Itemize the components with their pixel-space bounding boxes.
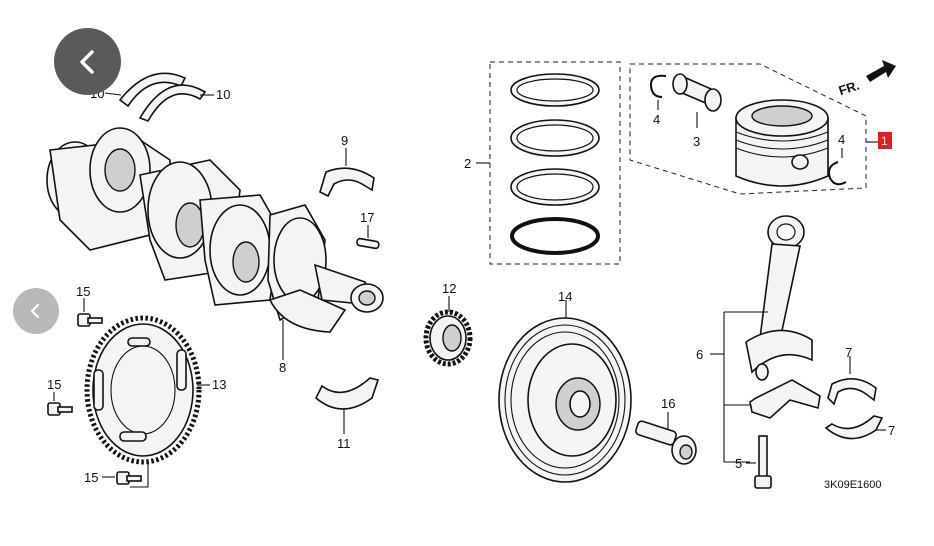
chevron-left-icon <box>79 49 94 74</box>
label-11: 11 <box>337 436 351 451</box>
label-7-lower: 7 <box>888 423 895 438</box>
reluctor-plate-13 <box>84 315 210 465</box>
back-button[interactable] <box>54 28 121 95</box>
label-12: 12 <box>442 281 456 296</box>
crank-pulley-14 <box>498 300 632 483</box>
label-13: 13 <box>212 377 226 392</box>
label-2: 2 <box>464 156 471 171</box>
label-6: 6 <box>696 347 703 362</box>
label-16: 16 <box>661 396 675 411</box>
label-17: 17 <box>360 210 374 225</box>
label-9: 9 <box>341 133 348 148</box>
label-8: 8 <box>279 360 286 375</box>
bolt-15-top <box>77 298 103 327</box>
pin-17 <box>356 225 380 250</box>
main-bearing-upper-set <box>104 72 214 122</box>
front-label: FR. <box>837 78 862 99</box>
bearing-11 <box>315 377 380 434</box>
conrod-bearing-7-lower <box>824 415 886 440</box>
clip-4-right <box>828 148 847 186</box>
drawing-code: 3K09E1600 <box>824 479 882 491</box>
label-14: 14 <box>558 289 572 304</box>
piston-assembly-outline <box>629 63 878 195</box>
label-15-mid: 15 <box>47 377 61 392</box>
label-4-left: 4 <box>653 112 660 127</box>
label-1: 1 <box>881 134 888 148</box>
label-4-right: 4 <box>838 132 845 147</box>
piston <box>735 99 829 187</box>
label-3: 3 <box>693 134 700 149</box>
connecting-rod <box>745 215 821 419</box>
piston-pin-3 <box>672 73 722 128</box>
label-1-badge <box>878 132 892 149</box>
conrod-bearing-7-upper <box>827 356 877 406</box>
label-15-bottom: 15 <box>84 470 98 485</box>
piston-ring-set <box>476 61 621 265</box>
clip-4-left <box>649 74 667 110</box>
bolt-15-bottom <box>102 463 149 488</box>
bolt-15-mid <box>47 392 73 416</box>
label-10-right: 10 <box>216 87 230 102</box>
sprocket-12 <box>423 296 473 367</box>
pulley-bolt-16 <box>635 412 697 465</box>
previous-image-button[interactable] <box>13 288 59 334</box>
crankshaft <box>46 127 384 360</box>
bearing-9 <box>319 148 375 198</box>
label-7-upper: 7 <box>845 345 852 360</box>
chevron-left-icon <box>30 303 40 319</box>
label-5: 5 <box>735 456 742 471</box>
label-15-top: 15 <box>76 284 90 299</box>
front-arrow-icon <box>866 60 896 82</box>
conrod-bolt-5 <box>746 435 772 489</box>
